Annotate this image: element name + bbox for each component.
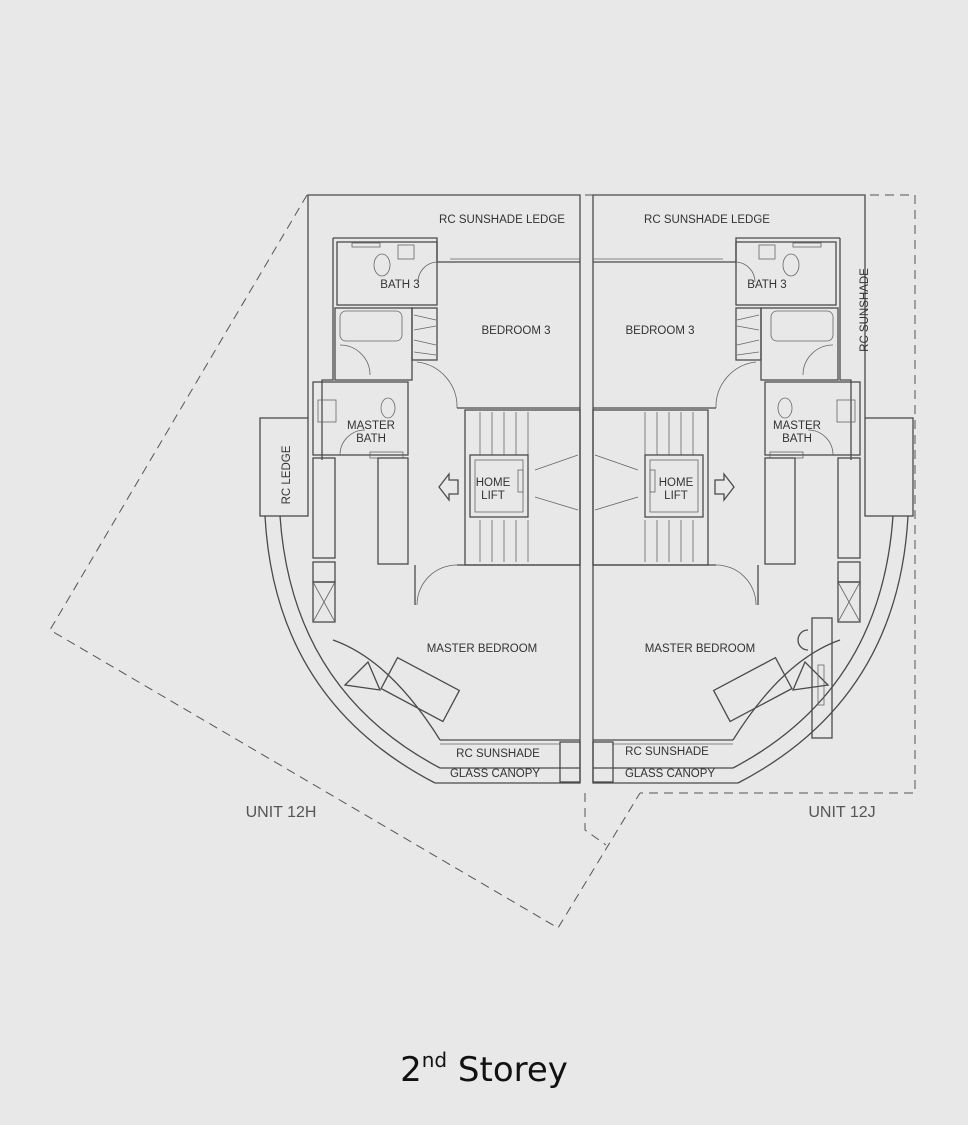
unit-12h-walls	[259, 194, 581, 784]
label-rc-sunshade: RC SUNSHADE	[625, 746, 709, 758]
title-ordinal-suffix: nd	[421, 1048, 448, 1072]
label-rc-sunshade: RC SUNSHADE	[456, 748, 540, 760]
label-home-lift-2: LIFT	[481, 490, 505, 502]
label-bedroom-3: BEDROOM 3	[625, 325, 694, 337]
label-bedroom-3: BEDROOM 3	[481, 325, 550, 337]
label-rc-sunshade-side: RC SUNSHADE	[859, 268, 871, 352]
label-glass-canopy: GLASS CANOPY	[625, 768, 715, 780]
page-title: 2nd Storey	[0, 1048, 968, 1090]
label-bath-3: BATH 3	[747, 279, 786, 291]
unit-12j-labels: RC SUNSHADE LEDGE BATH 3 BEDROOM 3 MASTE…	[625, 214, 876, 821]
unit-12h-label: UNIT 12H	[246, 804, 317, 821]
title-label: Storey	[457, 1050, 568, 1090]
label-master-bedroom: MASTER BEDROOM	[427, 643, 538, 655]
label-master-bath: MASTER	[773, 420, 821, 432]
unit-12h-labels: RC SUNSHADE LEDGE BATH 3 BEDROOM 3 MASTE…	[246, 214, 566, 821]
label-home-lift-2: LIFT	[664, 490, 688, 502]
label-rc-sunshade-ledge: RC SUNSHADE LEDGE	[644, 214, 770, 226]
rc-ledge	[259, 417, 309, 517]
label-master-bath: MASTER	[347, 420, 395, 432]
label-glass-canopy: GLASS CANOPY	[450, 768, 540, 780]
label-master-bedroom: MASTER BEDROOM	[645, 643, 756, 655]
label-rc-ledge: RC LEDGE	[281, 445, 293, 504]
label-home-lift: HOME	[476, 477, 511, 489]
label-rc-sunshade-ledge: RC SUNSHADE LEDGE	[439, 214, 565, 226]
unit-12j-label: UNIT 12J	[808, 804, 875, 821]
label-master-bath-2: BATH	[782, 433, 812, 445]
label-bath-3: BATH 3	[380, 279, 419, 291]
title-ordinal: 2	[400, 1050, 422, 1090]
label-master-bath-2: BATH	[356, 433, 386, 445]
label-home-lift: HOME	[659, 477, 694, 489]
arrow-left-icon	[438, 472, 459, 502]
